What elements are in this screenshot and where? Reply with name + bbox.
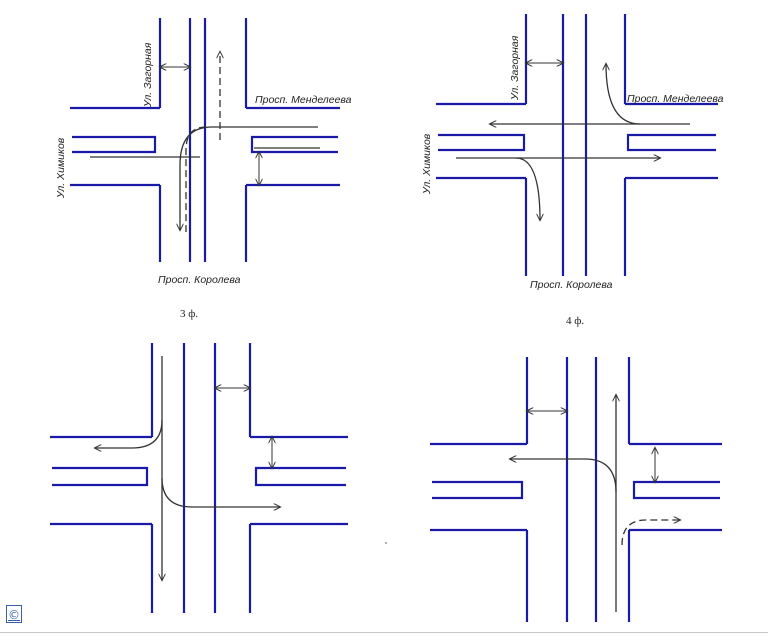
traffic-flows xyxy=(90,52,320,232)
phase-caption: 3 ф. xyxy=(180,308,198,320)
road-edges xyxy=(436,14,718,276)
stray-dot xyxy=(385,542,387,544)
phase-caption: 4 ф. xyxy=(566,315,584,327)
traffic-flows xyxy=(510,395,680,612)
intersection-phase-3: Ул. Загорная Просп. Менделеева Ул. Химик… xyxy=(55,18,352,320)
flow-west-right-turn xyxy=(515,157,540,220)
street-label-zagornaya: Ул. Загорная xyxy=(509,35,521,101)
street-label-mendeleeva: Просп. Менделеева xyxy=(627,93,724,105)
flow-north-right-turn-dashed xyxy=(621,520,680,546)
street-label-khimikov: Ул. Химиков xyxy=(421,133,433,195)
street-label-zagornaya: Ул. Загорная xyxy=(142,42,154,108)
traffic-flows xyxy=(95,356,280,580)
street-label-koroleva: Просп. Королева xyxy=(158,274,241,286)
flow-south-left-turn xyxy=(161,477,280,507)
flow-north-left-turn xyxy=(510,459,617,493)
street-label-khimikov: Ул. Химиков xyxy=(55,137,67,199)
intersection-phase-4: Ул. Загорная Просп. Менделеева Ул. Химик… xyxy=(421,14,724,327)
flow-east-right-turn xyxy=(606,64,641,125)
road-edges xyxy=(430,357,722,622)
intersection-phase-5 xyxy=(50,343,348,613)
flow-east-left-turn xyxy=(180,126,318,230)
copyright-link[interactable]: © xyxy=(6,605,22,623)
flow-south-dashed xyxy=(185,126,207,232)
street-label-koroleva: Просп. Королева xyxy=(530,279,613,291)
road-edges xyxy=(50,343,348,613)
bottom-divider xyxy=(0,632,768,633)
road-edges xyxy=(70,18,340,262)
street-label-mendeleeva: Просп. Менделеева xyxy=(255,94,352,106)
intersection-phase-6 xyxy=(430,357,722,622)
flow-south-right-turn xyxy=(95,419,163,448)
dimension-markers xyxy=(527,411,655,482)
traffic-flows xyxy=(456,64,690,220)
dimension-markers xyxy=(160,67,259,185)
dimension-markers xyxy=(215,388,272,468)
